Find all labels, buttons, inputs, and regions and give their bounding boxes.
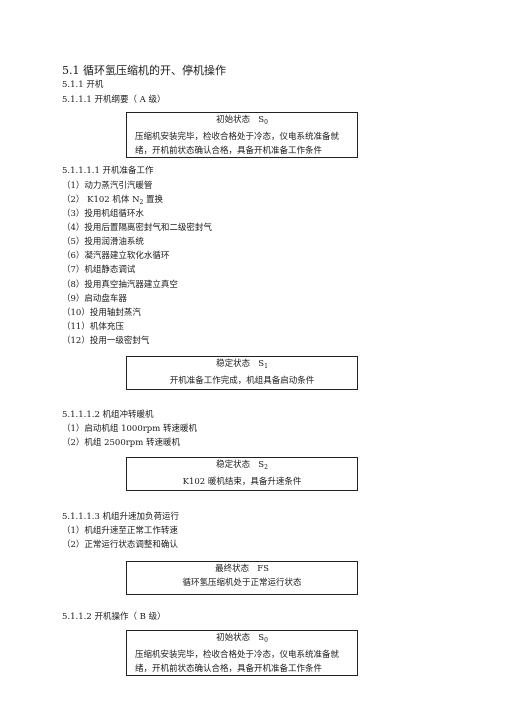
list-item: （5）投用润滑油系统 (62, 237, 144, 247)
list-item: （9）启动盘车器 (62, 294, 127, 304)
subsection-warmup: 5.1.1.1.2 机组冲转暖机 (62, 410, 154, 420)
state-box-initial-b: 初始状态 S0 压缩机安装完毕，检收合格处于冷态，仪电系统准备就 绪，开机前状态… (126, 630, 358, 676)
state-box-final: 最终状态 FS 循环氢压缩机处于正常运行状态 (126, 561, 358, 595)
list-item: （1）动力蒸汽引汽暖管 (62, 181, 153, 191)
state-box-text-2: 绪，开机前状态确认合格，具备开机准备工作条件 (135, 146, 323, 156)
state-box-stable-s1: 稳定状态 S1 开机准备工作完成，机组具备启动条件 (126, 356, 358, 390)
list-item: （2）机组 2500rpm 转速暖机 (62, 438, 181, 448)
state-box-text-1: 压缩机安装完毕，检收合格处于冷态，仪电系统准备就 (135, 132, 340, 142)
state-box-title: 稳定状态 S2 (216, 460, 268, 471)
list-item: （1）机组升速至正常工作转速 (62, 526, 178, 536)
list-item: （1）启动机组 1000rpm 转速暖机 (62, 424, 198, 434)
section-heading: 5.1 循环氢压缩机的开、停机操作 (62, 64, 226, 77)
list-item: （6）凝汽器建立软化水循环 (62, 251, 170, 261)
list-item: （10）投用轴封蒸汽 (62, 308, 141, 318)
list-item: （11）机体充压 (62, 322, 124, 332)
state-box-text-1: 压缩机安装完毕，检收合格处于冷态，仪电系统准备就 (135, 650, 340, 660)
list-item: （4）投用后置隔离密封气和二级密封气 (62, 223, 212, 233)
state-box-title: 稳定状态 S1 (216, 359, 268, 370)
state-box-title: 初始状态 S0 (216, 115, 268, 126)
list-item: （8）投用真空抽汽器建立真空 (62, 280, 178, 290)
state-box-stable-s2: 稳定状态 S2 K102 暖机结束，具备升速条件 (126, 457, 358, 491)
list-item: （7）机组静态调试 (62, 265, 136, 275)
state-box-text-1: 循环氢压缩机处于正常运行状态 (182, 578, 302, 588)
list-item: （2） K102 机体 N2 置换 (62, 195, 164, 206)
state-box-initial: 初始状态 S0 压缩机安装完毕，检收合格处于冷态，仪电系统准备就 绪，开机前状态… (126, 112, 358, 158)
state-box-text-1: K102 暖机结束，具备升速条件 (182, 477, 302, 487)
subsection-load: 5.1.1.1.3 机组升速加负荷运行 (62, 512, 180, 522)
subsection-operation-b: 5.1.1.2 开机操作（ B 级） (62, 612, 166, 622)
list-item: （12）投用一级密封气 (62, 336, 150, 346)
state-box-title: 初始状态 S0 (216, 633, 268, 644)
list-item: （2）正常运行状态调整和确认 (62, 540, 178, 550)
subsection-outline-a: 5.1.1.1 开机纲要（ A 级） (62, 95, 166, 105)
state-box-text-1: 开机准备工作完成，机组具备启动条件 (169, 376, 315, 386)
state-box-title: 最终状态 FS (215, 564, 269, 574)
list-item: （3）投用机组循环水 (62, 209, 144, 219)
subsection-prep: 5.1.1.1.1 开机准备工作 (62, 166, 154, 176)
subsection-start: 5.1.1 开机 (62, 80, 104, 90)
state-box-text-2: 绪，开机前状态确认合格，具备开机准备工作条件 (135, 664, 323, 674)
